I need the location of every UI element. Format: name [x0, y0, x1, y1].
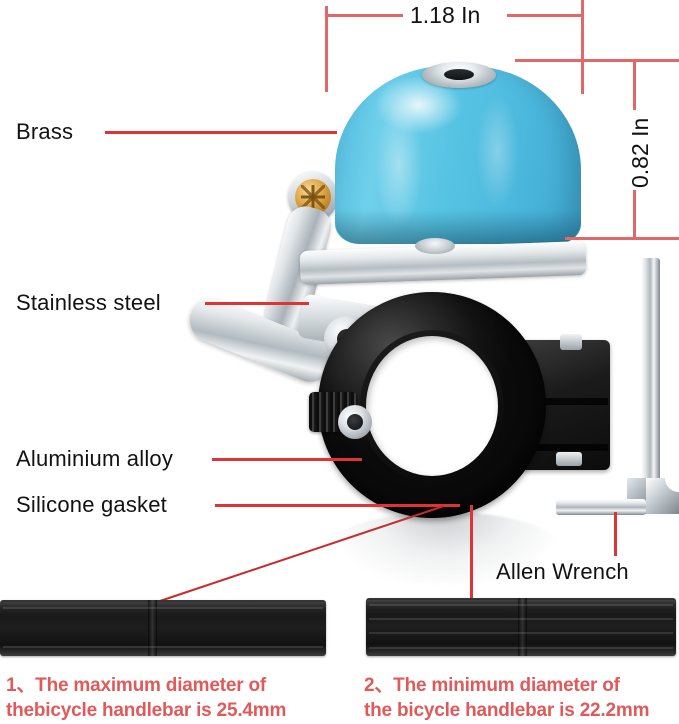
handlebar-bore [366, 336, 498, 476]
silicone-gasket-strip-ribbed [366, 598, 676, 656]
callout-label-brass: Brass [16, 119, 74, 144]
leader-line-brass [105, 131, 337, 134]
clamp-block-slot [522, 444, 608, 451]
strip-ridge [369, 618, 673, 620]
width-dimension-label: 1.18 In [410, 2, 481, 28]
strip-ridge [369, 632, 673, 634]
callout-label-allen-wrench: Allen Wrench [496, 559, 629, 584]
leader-line-silicone-gasket-to-right-strip [470, 505, 473, 601]
width-rule-left-segment [325, 14, 403, 17]
height-rule-bottom-segment [633, 190, 636, 240]
clamp-lower-screw [556, 452, 582, 466]
silicone-gasket-strip-thick [0, 600, 326, 656]
height-rule-top-segment [633, 59, 636, 110]
clamp-pinch-screw [338, 405, 372, 439]
clamp-upper-screw [560, 334, 582, 350]
brass-bell-dome [335, 66, 581, 244]
strip-seam [148, 600, 157, 656]
callout-label-silicone-gasket: Silicone gasket [16, 492, 167, 517]
strip-ridge [3, 646, 323, 648]
height-dimension-label: 0.82 In [627, 117, 653, 188]
leader-line-allen-wrench [614, 512, 617, 556]
callout-label-stainless-steel: Stainless steel [16, 290, 161, 315]
strip-ridge [369, 647, 673, 649]
strip-seam [518, 598, 527, 656]
note-min-diameter: 2、The minimum diameter of the bicycle ha… [364, 675, 650, 722]
dome-bottom-shading [335, 210, 581, 244]
leader-line-aluminium-alloy [212, 458, 362, 461]
clamp-center-bolt [415, 238, 455, 254]
height-extension-line-top [515, 59, 679, 62]
clamp-reflection [330, 512, 560, 584]
callout-label-aluminium-alloy: Aluminium alloy [16, 446, 174, 471]
leader-line-silicone-gasket [215, 504, 460, 507]
strip-gloss [0, 602, 326, 617]
clamp-block-slot [522, 398, 608, 405]
height-extension-line-bottom [565, 237, 679, 240]
width-rule-right-segment [507, 14, 584, 17]
width-extension-line-left [325, 6, 328, 92]
allen-wrench-horizontal-leg [556, 499, 646, 515]
leader-line-stainless-steel [205, 302, 309, 305]
strip-ridge [3, 607, 323, 609]
allen-wrench-vertical-leg [641, 258, 660, 498]
note-max-diameter: 1、The maximum diameter of thebicycle han… [6, 675, 287, 722]
chrome-top-boss [422, 62, 496, 88]
width-extension-line-right [581, 0, 584, 94]
strip-ridge [369, 604, 673, 606]
